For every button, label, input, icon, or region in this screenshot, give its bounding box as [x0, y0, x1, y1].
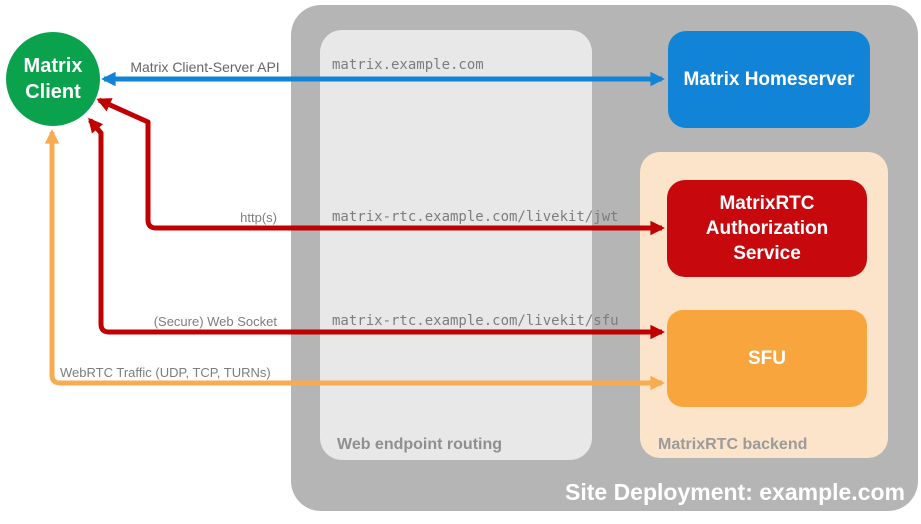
web-endpoint-routing-label: Web endpoint routing	[337, 436, 503, 453]
web-endpoint-routing-container	[320, 30, 592, 460]
arrow-label-client-server-api: Matrix Client-Server API	[130, 59, 280, 75]
site-deployment-label: Site Deployment: example.com	[565, 479, 905, 505]
matrix-homeserver-label: Matrix Homeserver	[683, 68, 855, 90]
matrixrtc-backend-label: MatrixRTC backend	[658, 436, 808, 453]
endpoint-url-livekit-sfu: matrix-rtc.example.com/livekit/sfu	[332, 313, 619, 329]
matrix-client-label: Matrix Client	[23, 54, 83, 103]
endpoint-url-homeserver: matrix.example.com	[332, 57, 484, 73]
sfu-node: SFU	[667, 310, 867, 407]
sfu-label: SFU	[748, 347, 786, 369]
matrix-client-node: Matrix Client	[6, 32, 100, 126]
arrow-label-websocket: (Secure) Web Socket	[153, 314, 277, 329]
matrix-homeserver-node: Matrix Homeserver	[668, 31, 870, 128]
endpoint-url-livekit-jwt: matrix-rtc.example.com/livekit/jwt	[332, 209, 619, 225]
matrixrtc-authorization-service-label: MatrixRTC Authorization Service	[705, 192, 829, 265]
matrixrtc-authorization-service-node: MatrixRTC Authorization Service	[667, 180, 867, 277]
arrow-label-https: http(s)	[240, 210, 277, 225]
arrow-label-webrtc: WebRTC Traffic (UDP, TCP, TURNs)	[60, 365, 271, 380]
